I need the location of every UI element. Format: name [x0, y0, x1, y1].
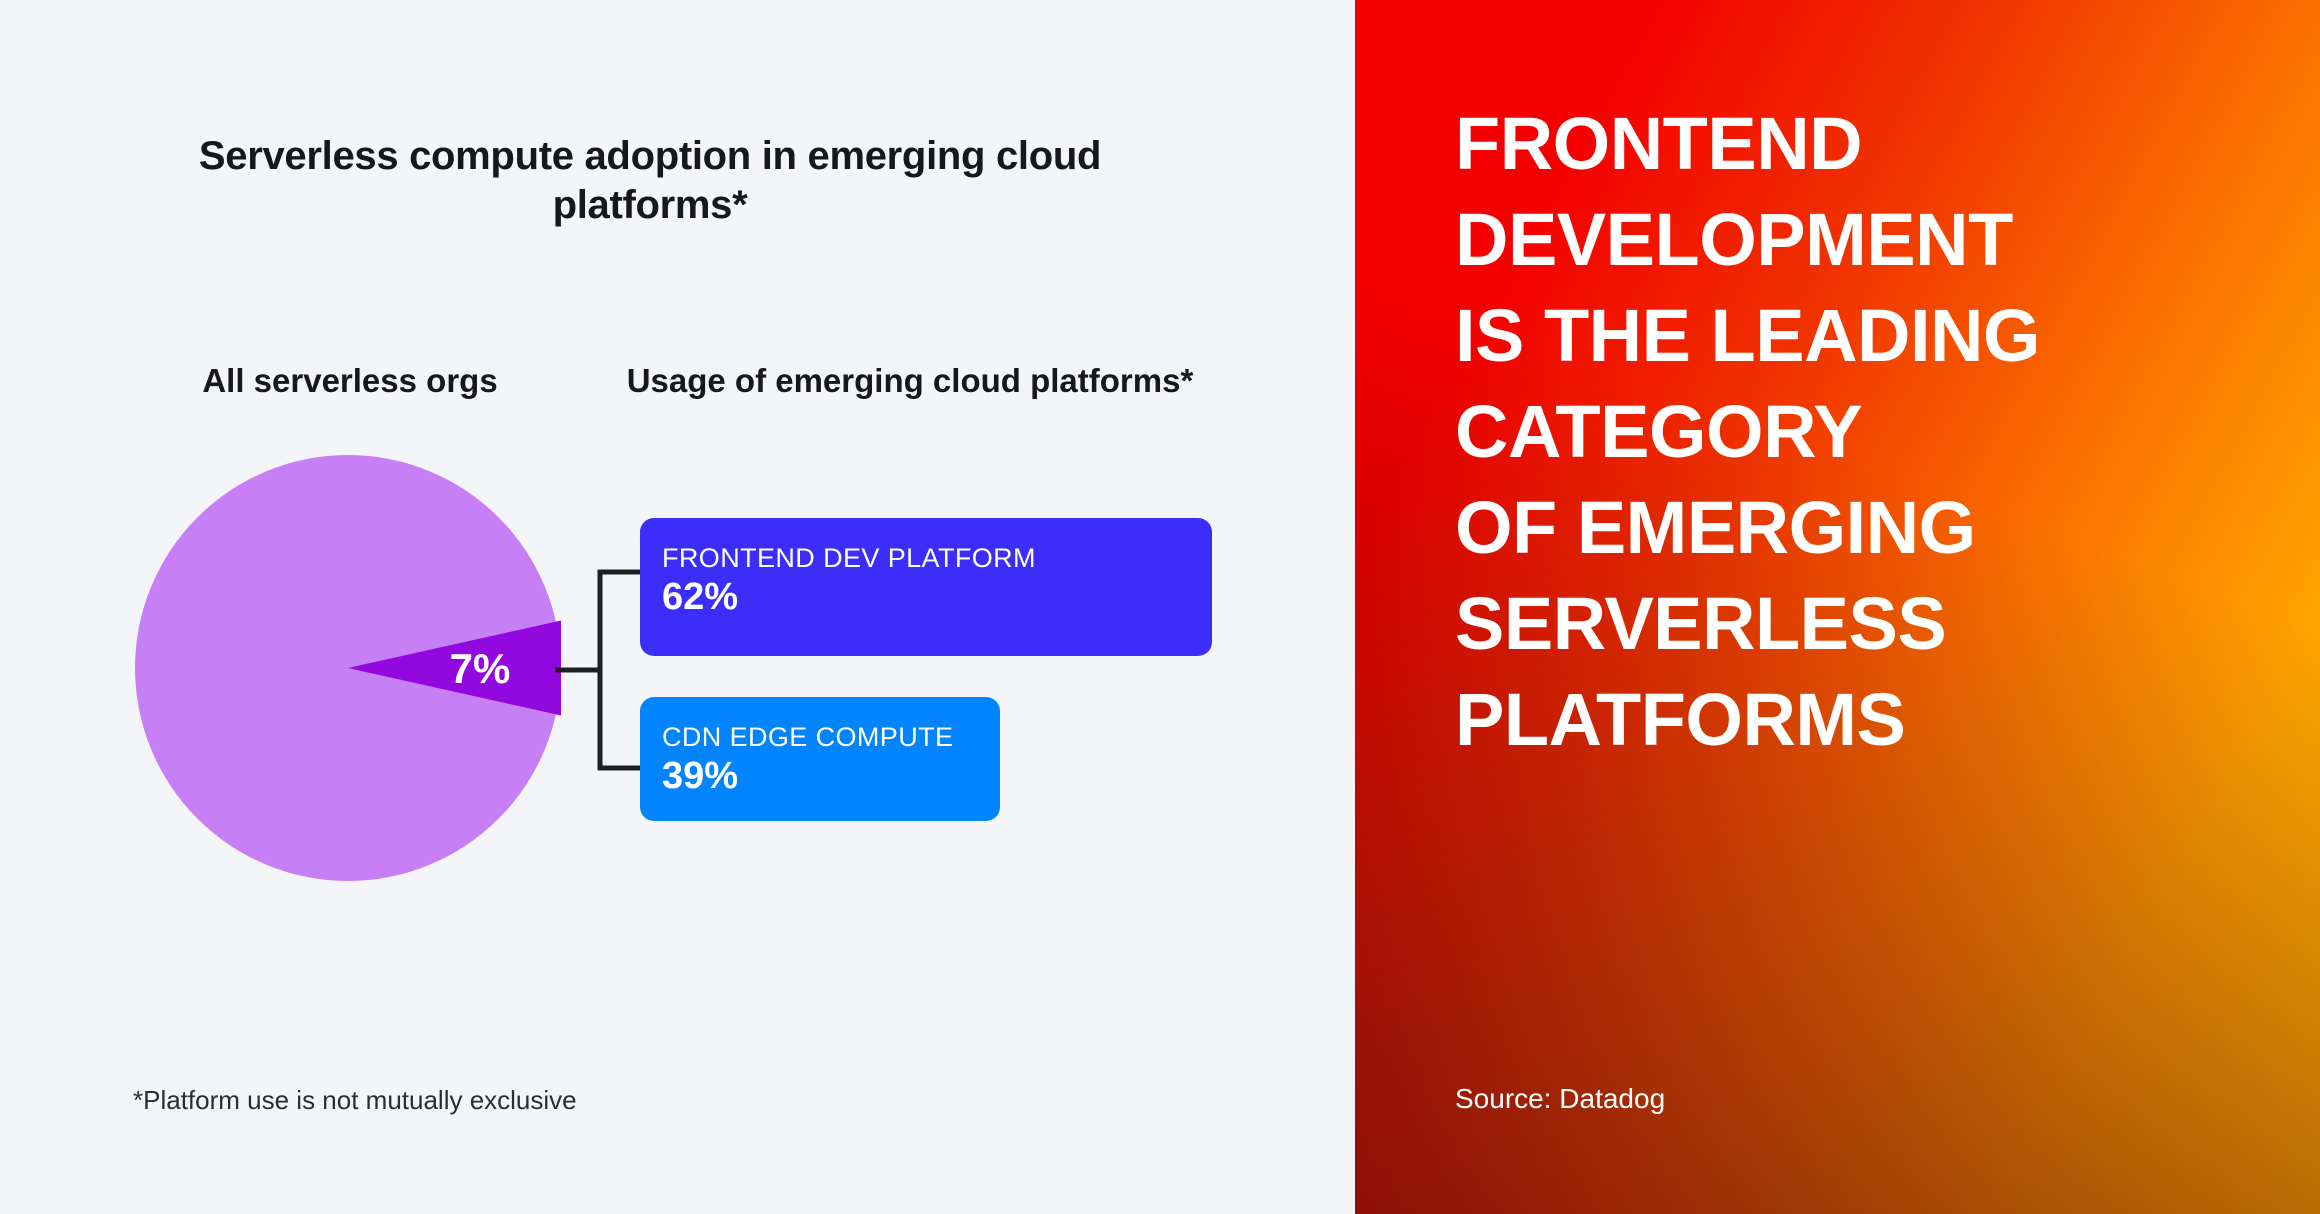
- headline-line: SERVERLESS: [1455, 582, 1947, 665]
- headline-line: PLATFORMS: [1455, 678, 1906, 761]
- bar-value: 39%: [662, 754, 739, 797]
- chart-panel: Serverless compute adoption in emerging …: [133, 134, 1212, 1115]
- bar-value: 62%: [662, 575, 739, 618]
- headline-line: CATEGORY: [1455, 390, 1863, 473]
- bar-frontend-dev-platform: FRONTEND DEV PLATFORM 62%: [640, 518, 1212, 656]
- pie-slice-value-label: 7%: [450, 645, 511, 692]
- headline-line: IS THE LEADING: [1455, 294, 2041, 377]
- bar-label: FRONTEND DEV PLATFORM: [662, 543, 1036, 573]
- headline-line: FRONTEND: [1455, 102, 1863, 185]
- page-title: Serverless compute adoption in emerging …: [198, 134, 1102, 227]
- bar-label: CDN EDGE COMPUTE: [662, 722, 954, 752]
- source-attribution: Source: Datadog: [1455, 1083, 1666, 1114]
- bar-chart-heading: Usage of emerging cloud platforms*: [626, 362, 1194, 399]
- headline-panel: FRONTEND DEVELOPMENT IS THE LEADING CATE…: [1355, 0, 2320, 1214]
- footnote: *Platform use is not mutually exclusive: [133, 1085, 577, 1115]
- bar-cdn-edge-compute: CDN EDGE COMPUTE 39%: [640, 697, 1000, 821]
- pie-chart-svg: 7%: [135, 455, 561, 881]
- pie-slice-emerging: [348, 620, 561, 716]
- headline-line: DEVELOPMENT: [1455, 198, 2013, 281]
- headline: FRONTEND DEVELOPMENT IS THE LEADING CATE…: [1455, 96, 2041, 768]
- headline-line: OF EMERGING: [1455, 486, 1976, 569]
- callout-connector-svg: [555, 569, 643, 771]
- pie-chart-heading: All serverless orgs: [202, 362, 498, 399]
- pie-chart: 7%: [135, 455, 561, 881]
- callout-connector: [540, 560, 670, 780]
